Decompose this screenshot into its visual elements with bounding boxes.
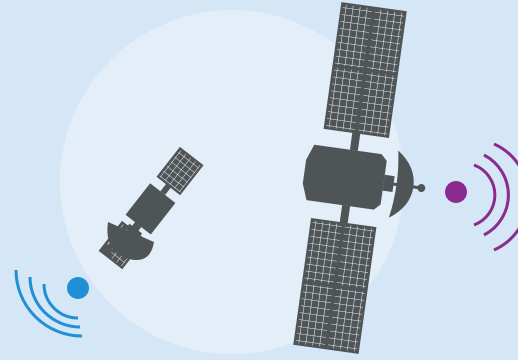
right-signal-dot-icon [445, 181, 467, 203]
large-satellite-body [301, 144, 388, 211]
left-signal-dot-icon [67, 277, 89, 299]
